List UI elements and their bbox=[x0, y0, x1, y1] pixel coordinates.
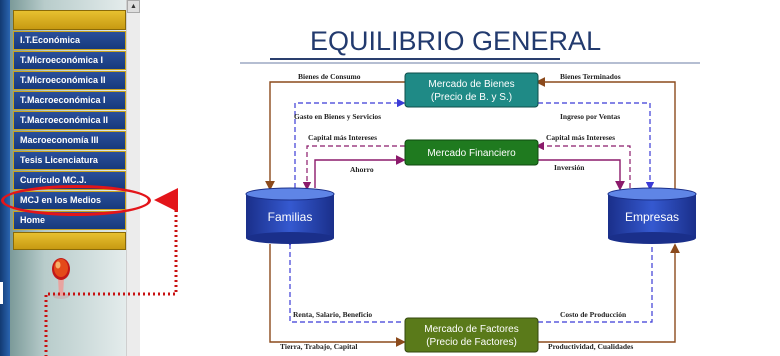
page-edge-ribbon bbox=[0, 282, 3, 304]
nav-item-t-microeconomica-2[interactable]: T.Microeconómica II bbox=[13, 71, 126, 90]
factor-market-line1: Mercado de Factores bbox=[424, 324, 519, 335]
nav-item-it-economica[interactable]: I.T.Económica bbox=[13, 31, 126, 50]
nav-cap-top bbox=[13, 10, 126, 30]
label-savings: Ahorro bbox=[350, 165, 374, 174]
nav-cap-bottom bbox=[13, 232, 126, 250]
households-cylinder: Familias bbox=[245, 187, 335, 244]
flow-productivity bbox=[538, 243, 680, 343]
label-capital-left: Capital más Intereses bbox=[308, 133, 377, 142]
financial-market-label: Mercado Financiero bbox=[427, 148, 516, 159]
label-rent-wages: Renta, Salario, Beneficio bbox=[293, 310, 372, 319]
nav-item-tesis-licenciatura[interactable]: Tesis Licenciatura bbox=[13, 151, 126, 170]
flow-savings bbox=[314, 155, 406, 188]
financial-market-box: Mercado Financiero bbox=[404, 139, 539, 166]
factor-market-box: Mercado de Factores (Precio de Factores) bbox=[404, 317, 539, 353]
vertical-scrollbar[interactable]: ▲ bbox=[126, 0, 140, 356]
page-edge bbox=[0, 0, 10, 356]
label-finished-goods: Bienes Terminados bbox=[560, 72, 621, 81]
map-pin-icon bbox=[52, 258, 70, 299]
flow-production-cost bbox=[538, 244, 653, 323]
nav-item-macroeconomia-3[interactable]: Macroeconomía III bbox=[13, 131, 126, 150]
firms-label: Empresas bbox=[625, 210, 679, 224]
highlight-ring bbox=[1, 185, 151, 216]
label-investment: Inversión bbox=[554, 163, 585, 172]
flow-capital-interest-right bbox=[535, 141, 631, 188]
flow-consumer-goods bbox=[265, 81, 405, 191]
flow-finished-goods bbox=[535, 77, 676, 190]
label-production-cost: Costo de Producción bbox=[560, 310, 627, 319]
goods-market-line2: (Precio de B. y S.) bbox=[431, 92, 512, 103]
flow-spending bbox=[294, 98, 406, 188]
diagram-title: EQUILIBRIO GENERAL bbox=[310, 26, 601, 56]
label-capital-right: Capital más Intereses bbox=[546, 133, 615, 142]
flow-land-labor-capital bbox=[269, 244, 406, 347]
flow-rent-wages bbox=[285, 238, 403, 323]
label-spending: Gasto en Bienes y Servicios bbox=[294, 112, 381, 121]
flow-investment bbox=[538, 159, 625, 191]
flow-sales-revenue bbox=[538, 102, 655, 191]
general-equilibrium-diagram: EQUILIBRIO GENERAL Mercado de Bienes (Pr… bbox=[240, 26, 700, 353]
label-consumer-goods: Bienes de Consumo bbox=[298, 72, 361, 81]
label-productivity: Productividad, Cualidades bbox=[548, 342, 633, 351]
flow-capital-interest-left bbox=[302, 145, 405, 191]
nav-item-t-macroeconomica-2[interactable]: T.Macroeconómica II bbox=[13, 111, 126, 130]
label-land-labor: Tierra, Trabajo, Capital bbox=[280, 342, 358, 351]
households-label: Familias bbox=[268, 210, 313, 224]
goods-market-box: Mercado de Bienes (Precio de B. y S.) bbox=[404, 72, 539, 108]
goods-market-line1: Mercado de Bienes bbox=[428, 79, 514, 90]
nav-item-t-macroeconomica-1[interactable]: T.Macroeconómica I bbox=[13, 91, 126, 110]
nav-item-t-microeconomica-1[interactable]: T.Microeconómica I bbox=[13, 51, 126, 70]
sidebar: I.T.Económica T.Microeconómica I T.Micro… bbox=[10, 0, 126, 356]
scroll-up-arrow-icon[interactable]: ▲ bbox=[127, 0, 140, 13]
factor-market-line2: (Precio de Factores) bbox=[426, 337, 517, 348]
label-sales-revenue: Ingreso por Ventas bbox=[560, 112, 620, 121]
firms-cylinder: Empresas bbox=[607, 187, 697, 244]
